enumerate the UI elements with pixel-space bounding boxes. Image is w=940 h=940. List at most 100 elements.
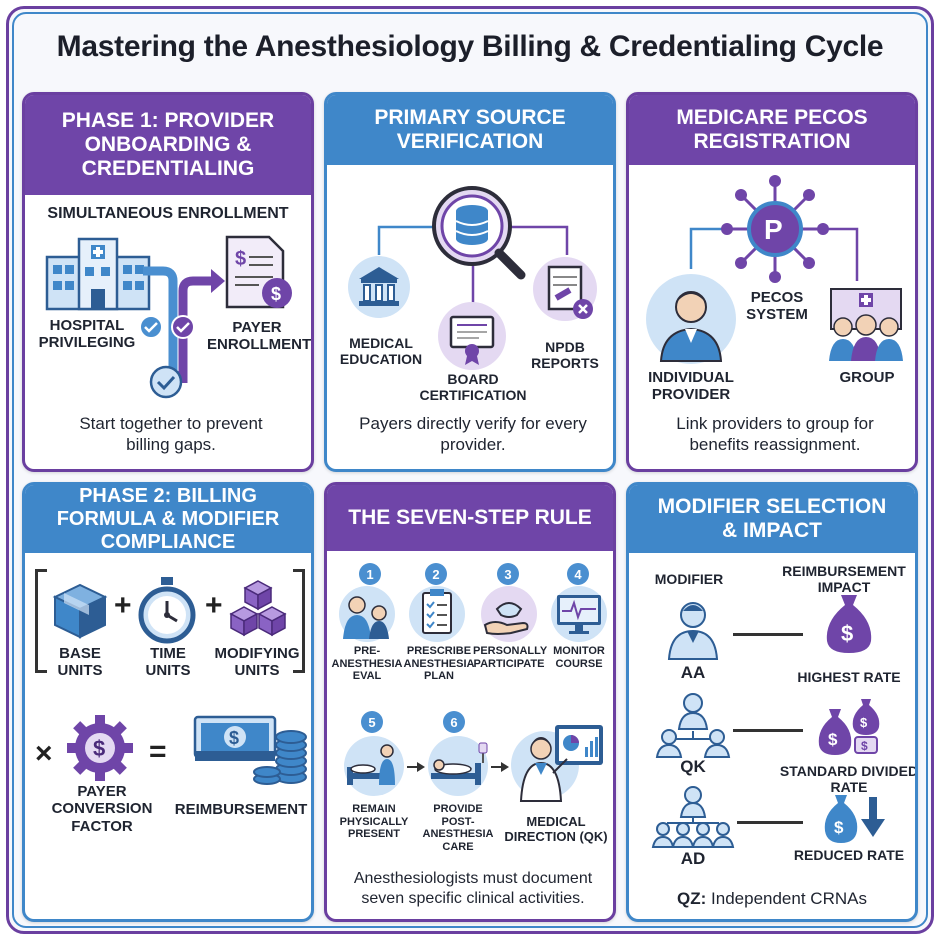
qk-impact-label: STANDARD DIVIDED RATE: [779, 763, 918, 796]
aa-code-label: AA: [680, 663, 706, 682]
aa-connector-line: [733, 633, 803, 636]
certificate-icon: [438, 302, 506, 370]
individual-provider-label: INDIVIDUAL PROVIDER: [648, 369, 734, 404]
plus-operator: +: [114, 589, 132, 622]
panel-primary-source-verification: PRIMARY SOURCE VERIFICATION: [324, 92, 616, 472]
svg-text:$: $: [271, 284, 281, 304]
step-number-badge: 3: [497, 563, 519, 585]
svg-text:$: $: [860, 715, 868, 730]
modifying-units-label: MODIFYING UNITS: [214, 645, 300, 680]
panel-phase1-onboarding: PHASE 1: PROVIDER ONBOARDING & CREDENTIA…: [22, 92, 314, 472]
npdb-report-icon: [533, 257, 597, 321]
ad-impact-label: REDUCED RATE: [793, 847, 905, 863]
group-icon: [829, 288, 903, 361]
step-6-label: PROVIDE POST-ANESTHESIA CARE: [422, 803, 494, 853]
anesthesiologist-large-team-icon: [651, 786, 735, 848]
step-number-badge: 5: [361, 711, 383, 733]
money-bag-icon: $: [826, 595, 872, 653]
qz-code-label: QZ:: [677, 889, 707, 908]
panel3-caption: Link providers to group for benefits rea…: [676, 414, 874, 455]
base-units-box-icon: [52, 583, 108, 639]
qz-footer: QZ: Independent CRNAs: [629, 889, 915, 909]
svg-text:$: $: [834, 818, 844, 837]
check-circle-icon: [139, 315, 163, 339]
payer-conversion-factor-label: PAYER CONVERSION FACTOR: [51, 783, 153, 835]
simultaneous-enrollment-label: SIMULTANEOUS ENROLLMENT: [47, 205, 289, 222]
svg-text:$: $: [861, 739, 868, 753]
single-anesthesiologist-icon: [667, 602, 719, 660]
step-number-badge: 4: [567, 563, 589, 585]
pecos-network-icon: P: [721, 175, 829, 283]
qk-connector-line: [733, 729, 803, 732]
post-care-bed-icon: [428, 736, 488, 796]
modifier-column-header: MODIFIER: [654, 571, 724, 587]
qz-description: Independent CRNAs: [711, 889, 867, 908]
reimbursement-label: REIMBURSEMENT: [174, 801, 308, 818]
step-2-label: PRESCRIBE ANESTHESIA PLAN: [403, 645, 475, 683]
qk-code-label: QK: [680, 757, 706, 776]
participate-hand-icon: [481, 586, 537, 642]
panel1-caption: Start together to prevent billing gaps.: [79, 414, 263, 455]
modifying-units-cubes-icon: [229, 580, 287, 637]
dollar-gear-icon: $: [67, 715, 133, 781]
individual-provider-icon: [646, 274, 736, 364]
arrow-right-icon: [407, 762, 425, 772]
doctor-patient-icon: [339, 586, 395, 642]
ad-connector-line: [737, 821, 803, 824]
check-circle-icon: [171, 315, 195, 339]
panel-phase1-title: PHASE 1: PROVIDER ONBOARDING & CREDENTIA…: [25, 95, 311, 195]
inner-frame: [12, 12, 928, 928]
svg-text:$: $: [93, 736, 105, 761]
panel-modifier-title: MODIFIER SELECTION & IMPACT: [629, 485, 915, 553]
panel5-caption: Anesthesiologists must document seven sp…: [353, 870, 593, 907]
medical-direction-label: MEDICAL DIRECTION (QK): [504, 814, 608, 844]
equals-operator: =: [149, 735, 167, 768]
plus-operator: +: [205, 589, 223, 622]
step-1-label: PRE-ANESTHESIA EVAL: [331, 645, 403, 683]
left-bracket: [35, 569, 47, 673]
panel-phase2-title: PHASE 2: BILLING FORMULA & MODIFIER COMP…: [25, 485, 311, 553]
monitor-heartbeat-icon: [551, 586, 607, 642]
medical-direction-icon: [511, 725, 603, 802]
npdb-reports-label: NPDB REPORTS: [531, 339, 599, 372]
pecos-connector-lines: [689, 227, 859, 281]
page-title: Mastering the Anesthesiology Billing & C…: [56, 30, 884, 63]
clipboard-plan-icon: [409, 586, 465, 642]
aa-impact-label: HIGHEST RATE: [797, 669, 901, 685]
panel-pecos-title: MEDICARE PECOS REGISTRATION: [629, 95, 915, 165]
medical-education-label: MEDICAL EDUCATION: [339, 335, 423, 368]
svg-text:$: $: [828, 730, 838, 749]
hospital-icon: [45, 237, 151, 311]
step-number-badge: 1: [359, 563, 381, 585]
step-3-label: PERSONALLY PARTICIPATE: [473, 645, 548, 670]
step-number-badge: 2: [425, 563, 447, 585]
panel-medicare-pecos: MEDICARE PECOS REGISTRATION P PECOS SYST…: [626, 92, 918, 472]
multiply-operator: ×: [35, 737, 53, 770]
stopwatch-icon: [138, 577, 196, 644]
bedside-presence-icon: [344, 736, 404, 796]
payer-document-icon: $ $: [225, 235, 292, 309]
hospital-privileging-label: HOSPITAL PRIVILEGING: [38, 317, 136, 352]
panel-modifier-selection: MODIFIER SELECTION & IMPACT MODIFIER REI…: [626, 482, 918, 922]
anesthesiologist-team-icon: [655, 693, 731, 758]
step-number-badge: 6: [443, 711, 465, 733]
svg-text:$: $: [841, 621, 853, 646]
ad-code-label: AD: [680, 849, 706, 868]
panel-psv-title: PRIMARY SOURCE VERIFICATION: [327, 95, 613, 165]
reduced-money-bag-icon: $: [824, 795, 885, 843]
payer-enrollment-label: PAYER ENROLLMENT: [207, 319, 312, 354]
check-circle-icon: [149, 365, 183, 399]
svg-text:P: P: [764, 214, 783, 245]
board-certification-label: BOARD CERTIFICATION: [419, 371, 527, 404]
panel2-caption: Payers directly verify for every provide…: [359, 414, 587, 455]
svg-text:$: $: [235, 248, 246, 270]
database-magnifier-icon: [432, 186, 526, 280]
cash-coins-icon: $: [193, 715, 307, 785]
university-icon: [348, 256, 410, 318]
panel-seven-step-title: THE SEVEN-STEP RULE: [327, 485, 613, 551]
panel-phase2-billing-formula: PHASE 2: BILLING FORMULA & MODIFIER COMP…: [22, 482, 314, 922]
step-5-label: REMAIN PHYSICALLY PRESENT: [339, 803, 409, 841]
split-money-bags-icon: $ $ $: [818, 699, 880, 755]
base-units-label: BASE UNITS: [57, 645, 103, 680]
right-bracket: [293, 569, 305, 673]
